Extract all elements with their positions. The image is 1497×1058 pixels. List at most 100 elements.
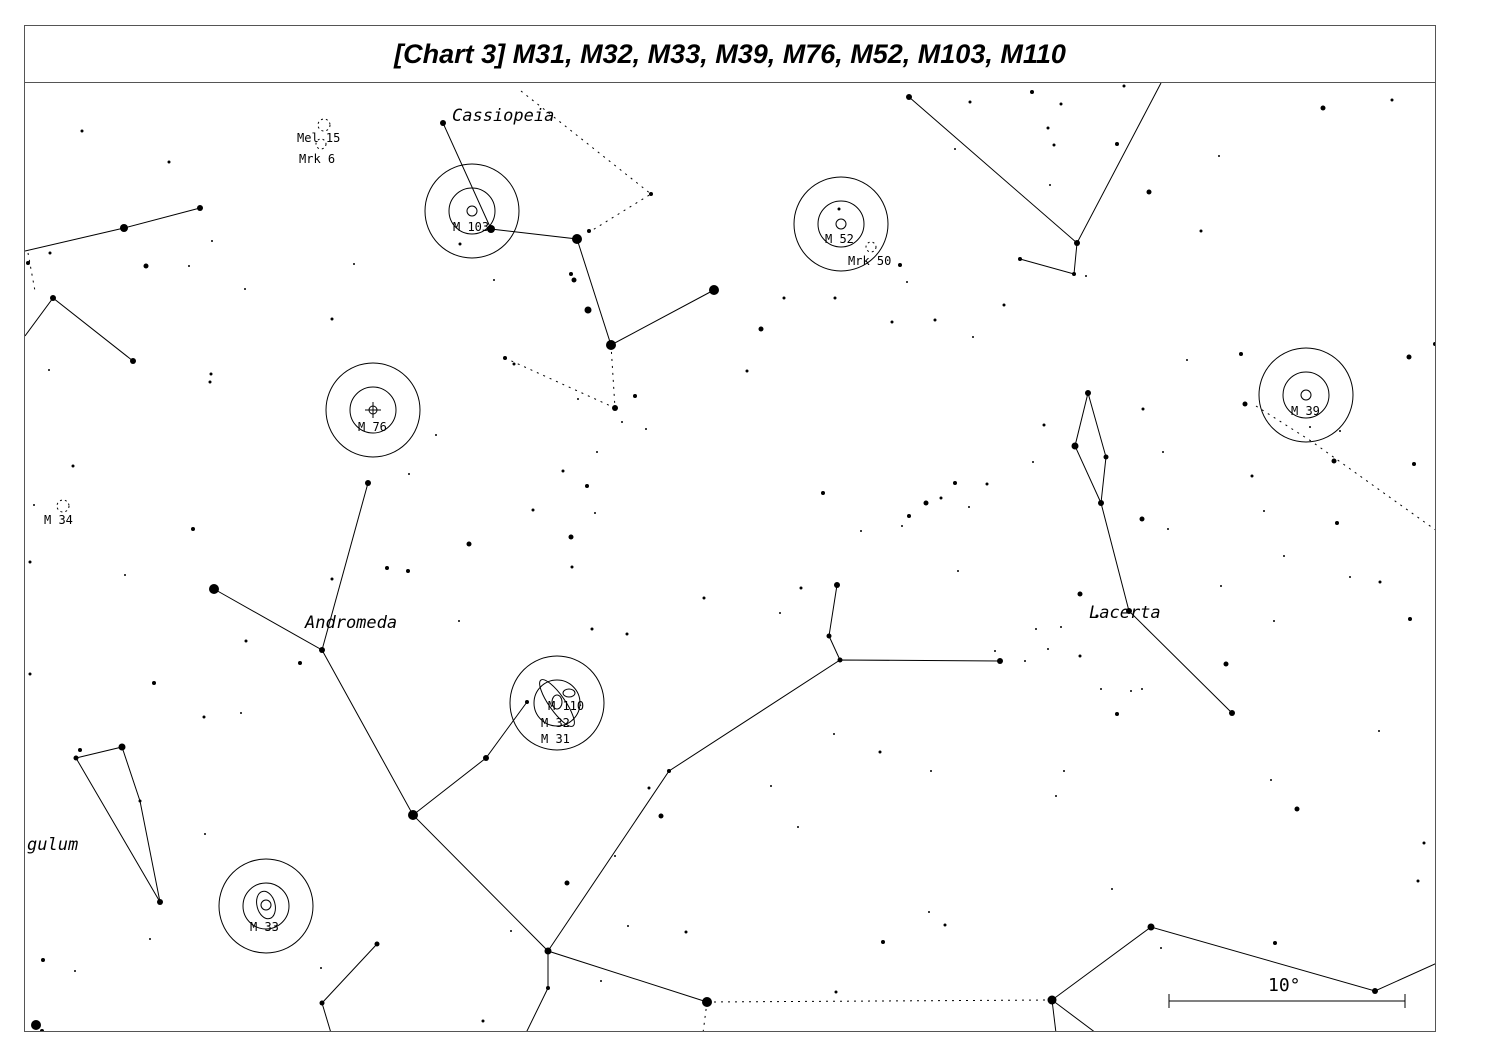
star xyxy=(152,681,156,685)
star xyxy=(118,743,126,751)
andromeda-figure-1 xyxy=(213,588,708,1003)
star xyxy=(1085,390,1091,396)
star xyxy=(1074,240,1080,246)
star xyxy=(1035,628,1037,630)
star xyxy=(906,94,912,100)
star xyxy=(73,755,79,761)
star xyxy=(1335,521,1339,525)
star xyxy=(745,369,749,373)
star xyxy=(74,970,76,972)
star xyxy=(26,261,30,265)
star xyxy=(930,770,932,772)
star xyxy=(821,491,825,495)
star xyxy=(600,980,602,982)
star xyxy=(1115,712,1119,716)
star xyxy=(587,229,591,233)
star xyxy=(1320,105,1326,111)
star xyxy=(907,514,911,518)
star xyxy=(1372,988,1378,994)
object-label-m103: M 103 xyxy=(453,220,489,234)
andromeda-figure-5 xyxy=(828,584,841,661)
mrk50-cluster xyxy=(865,241,877,253)
star xyxy=(1309,426,1311,428)
object-label-mrk6: Mrk 6 xyxy=(299,152,335,166)
star xyxy=(28,560,32,564)
star xyxy=(191,527,195,531)
star xyxy=(48,251,52,255)
star xyxy=(799,586,803,590)
m34-cluster xyxy=(56,499,70,513)
star xyxy=(1072,272,1076,276)
star xyxy=(1416,879,1420,883)
star xyxy=(167,160,171,164)
m31-finder xyxy=(509,655,605,751)
scale-bar-label: 10° xyxy=(1268,975,1301,996)
star xyxy=(204,833,206,835)
star xyxy=(1042,423,1046,427)
star xyxy=(596,451,598,453)
star xyxy=(564,880,570,886)
star xyxy=(1130,690,1132,692)
star xyxy=(667,769,671,773)
star xyxy=(50,295,56,301)
star xyxy=(143,263,149,269)
star xyxy=(826,633,832,639)
star xyxy=(466,541,472,547)
triangulum-figure xyxy=(75,746,161,903)
star xyxy=(985,482,989,486)
cepheus-branch xyxy=(1019,242,1078,275)
m103-finder xyxy=(424,163,520,259)
star xyxy=(1063,770,1065,772)
star xyxy=(130,358,136,364)
star xyxy=(41,958,45,962)
star xyxy=(1032,461,1034,463)
star xyxy=(40,1029,44,1031)
star xyxy=(994,650,996,652)
boundary-lines xyxy=(27,90,1435,1031)
pegasus-figure xyxy=(1051,926,1435,1001)
star xyxy=(928,911,930,913)
star xyxy=(208,380,212,384)
star xyxy=(510,930,512,932)
stars xyxy=(26,84,1435,1031)
star xyxy=(188,265,190,267)
star xyxy=(1052,143,1056,147)
star xyxy=(531,508,535,512)
star xyxy=(124,574,126,576)
pisces-figure-2 xyxy=(321,1002,331,1031)
star xyxy=(1047,995,1057,1005)
star xyxy=(503,356,507,360)
star xyxy=(1071,442,1079,450)
star xyxy=(1077,591,1083,597)
star xyxy=(78,748,82,752)
finder-circles xyxy=(56,118,1354,954)
m39-finder xyxy=(1258,347,1354,443)
star xyxy=(406,569,410,573)
star xyxy=(647,786,651,790)
object-label-mrk50: Mrk 50 xyxy=(848,254,891,268)
star xyxy=(758,326,764,332)
star xyxy=(1162,451,1164,453)
star xyxy=(33,504,35,506)
star xyxy=(1406,354,1412,360)
star xyxy=(1433,342,1435,346)
star xyxy=(512,362,516,366)
lacerta-figure xyxy=(1074,392,1107,505)
star xyxy=(621,421,623,423)
m52-finder xyxy=(793,176,889,272)
object-label-m52: M 52 xyxy=(825,232,854,246)
star xyxy=(1060,626,1062,628)
star xyxy=(997,658,1003,664)
star xyxy=(1095,614,1099,618)
star xyxy=(898,263,902,267)
star xyxy=(440,120,446,126)
perseus-figure-1 xyxy=(25,207,201,252)
star xyxy=(544,947,552,955)
chart-frame: 10° xyxy=(24,25,1436,1032)
star xyxy=(209,584,219,594)
star xyxy=(1078,654,1082,658)
object-label-m33: M 33 xyxy=(250,920,279,934)
star xyxy=(408,473,410,475)
star xyxy=(80,129,84,133)
andromeda-figure-3 xyxy=(412,701,528,816)
